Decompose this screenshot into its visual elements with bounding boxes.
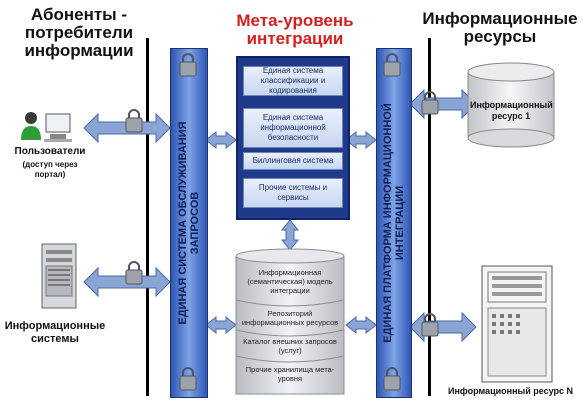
cylinder-seg-repository: Репозиторий информационных ресурсов	[241, 309, 339, 327]
systems-arrow	[83, 266, 171, 298]
left-separator-line	[146, 38, 149, 396]
bar-cylinder-arrow	[205, 315, 237, 335]
cylinder-seg-catalog: Каталог внешних запросов (услуг)	[243, 337, 337, 355]
resourceN-label: Информационный ресурс N	[447, 386, 573, 396]
left-header: Абоненты - потребители информации	[24, 5, 134, 60]
right-header: Информационные ресурсы	[422, 9, 578, 46]
meta-cylinder-arrow	[280, 219, 300, 251]
meta-box-billing: Биллинговая система	[243, 152, 343, 170]
meta-rightbar-arrow	[345, 130, 377, 150]
resource1-label: Информационный ресурс 1	[470, 100, 553, 121]
users-note: (доступ через портал)	[22, 160, 78, 179]
meta-box-security: Единая система информационной безопаснос…	[243, 108, 343, 148]
left-bar-label: ЕДИНАЯ СИСТЕМА ОБСЛУЖИВАНИЯ ЗАПРОСОВ	[177, 121, 201, 325]
user-computer-icon	[21, 112, 72, 142]
metadata-cylinder: Информационная (семантическая) модель ин…	[235, 248, 345, 398]
meta-box-classification: Единая система классификации и кодирован…	[243, 66, 343, 96]
resource1-database-icon	[467, 62, 555, 148]
users-title: Пользователи	[14, 146, 86, 157]
server-icon	[41, 243, 77, 309]
users-arrow	[83, 112, 171, 144]
meta-box-other: Прочие системы и сервисы	[243, 178, 343, 208]
right-bar-label: ЕДИНАЯ ПЛАТФОРМА ИНФОРМАЦИОННОЙ ИНТЕГРАЦ…	[382, 103, 406, 343]
resourceN-server-icon	[481, 265, 553, 383]
resourceN-arrow	[409, 311, 477, 343]
right-separator-line	[428, 38, 431, 396]
center-header: Мета-уровень интеграции	[236, 11, 354, 48]
bar-meta-arrow	[205, 130, 237, 150]
left-bar-request-service: ЕДИНАЯ СИСТЕМА ОБСЛУЖИВАНИЯ ЗАПРОСОВ	[170, 48, 208, 398]
right-bar-integration-platform: ЕДИНАЯ ПЛАТФОРМА ИНФОРМАЦИОННОЙ ИНТЕГРАЦ…	[376, 48, 412, 398]
cylinder-seg-other: Прочие хранилища мета-уровня	[245, 365, 335, 383]
cylinder-rightbar-arrow	[345, 315, 377, 335]
meta-level-box: Единая система классификации и кодирован…	[236, 56, 350, 220]
cylinder-shape	[235, 248, 345, 395]
systems-title: Информационные системы	[4, 320, 106, 345]
cylinder-seg-model: Информационная (семантическая) модель ин…	[247, 267, 333, 295]
